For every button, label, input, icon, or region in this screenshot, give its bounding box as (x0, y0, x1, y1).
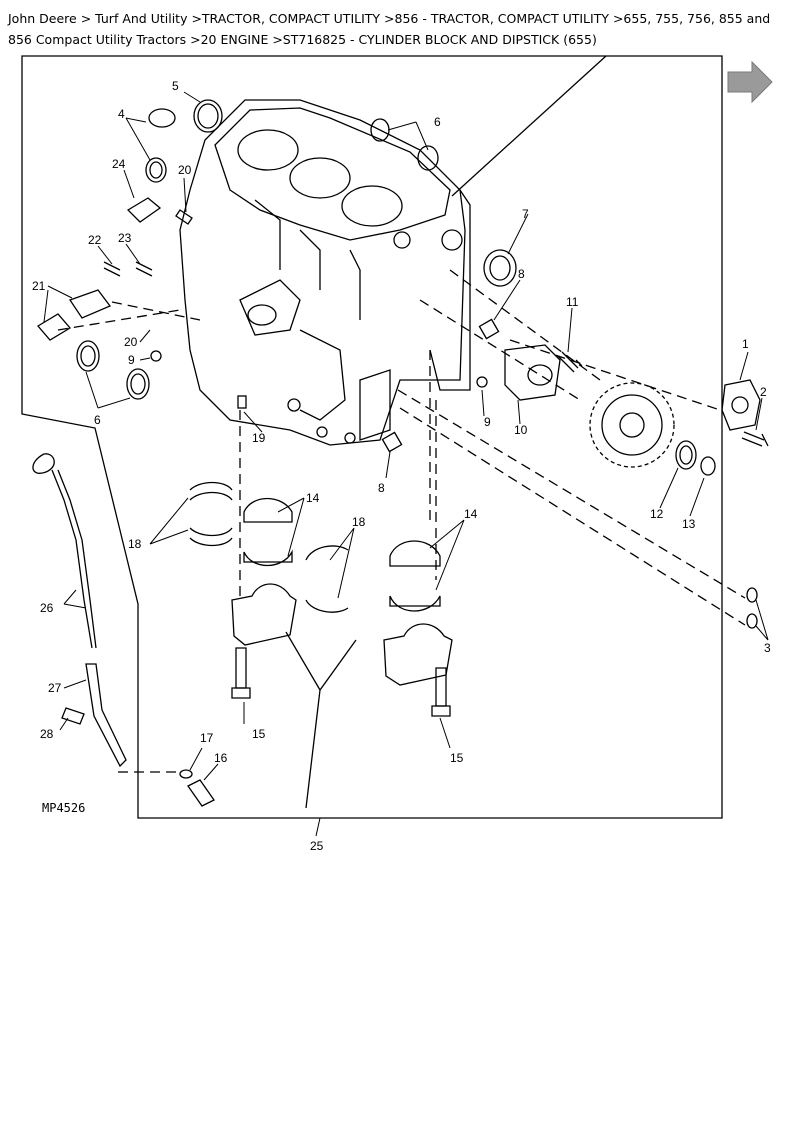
callout-6b: 6 (94, 413, 101, 427)
callout-28: 28 (40, 727, 54, 741)
breadcrumb-separator: > (608, 11, 624, 26)
callout-22: 22 (88, 233, 102, 247)
cover-plate-1 (721, 379, 761, 431)
bolt-15-right (435, 667, 447, 707)
breadcrumb-item-models[interactable]: 655, 755, 756, 855 and 856 Compact Utili… (8, 11, 771, 47)
breadcrumb-separator: > (380, 11, 395, 26)
bearing-cap-right (383, 623, 453, 686)
callout-14a: 14 (306, 491, 320, 505)
breadcrumb-item-856[interactable]: 856 - TRACTOR, COMPACT UTILITY (394, 11, 609, 26)
callout-25: 25 (310, 839, 324, 853)
gear (589, 382, 675, 468)
callout-10: 10 (514, 423, 528, 437)
callout-18a: 18 (128, 537, 142, 551)
breadcrumb-separator: > (268, 32, 283, 47)
bolt-15-left (235, 647, 247, 689)
callout-11: 11 (566, 295, 579, 309)
breadcrumb-separator: > (186, 32, 201, 47)
callout-18b: 18 (352, 515, 366, 529)
callout-26: 26 (40, 601, 54, 615)
breadcrumb-item-john-deere[interactable]: John Deere (8, 11, 77, 26)
callout-24: 24 (112, 157, 126, 171)
callout-19: 19 (252, 431, 266, 445)
callout-8a: 8 (518, 267, 525, 281)
seal-7 (483, 249, 517, 287)
callout-15b: 15 (450, 751, 464, 765)
o-ring-5 (193, 99, 223, 133)
callout-7: 7 (522, 207, 529, 221)
bearing-cap-left (231, 583, 297, 646)
tube-27 (85, 663, 127, 768)
fitting-16 (187, 779, 215, 807)
cylinder-block (179, 99, 471, 446)
figure-id: MP4526 (42, 801, 85, 815)
callout-8b: 8 (378, 481, 385, 495)
callout-2: 2 (760, 385, 767, 399)
callout-21: 21 (32, 279, 46, 293)
callout-4: 4 (118, 107, 125, 121)
callout-27: 27 (48, 681, 62, 695)
breadcrumb-item-turf-and-utility[interactable]: Turf And Utility (95, 11, 188, 26)
callout-1: 1 (742, 337, 749, 351)
callout-5: 5 (172, 79, 179, 93)
arrow-right-icon[interactable] (727, 60, 773, 104)
frame-diagonal (451, 55, 607, 197)
breadcrumb-separator: > (76, 11, 96, 26)
callout-12: 12 (650, 507, 664, 521)
callout-9a: 9 (128, 353, 135, 367)
callout-13: 13 (682, 517, 696, 531)
breadcrumb-item-20-engine[interactable]: 20 ENGINE (200, 32, 269, 47)
callout-16: 16 (214, 751, 228, 765)
callout-20b: 20 (124, 335, 138, 349)
housing-10 (504, 344, 561, 401)
callout-9b: 9 (484, 415, 491, 429)
alignment-lines (57, 269, 746, 773)
callout-15a: 15 (252, 727, 266, 741)
sensor-24 (126, 197, 162, 223)
breadcrumb-item-current: ST716825 - CYLINDER BLOCK AND DIPSTICK (… (282, 32, 597, 47)
frame-outline (21, 55, 723, 819)
callout-labels: 1 2 3 4 5 6 6 7 8 8 9 9 10 11 12 13 14 1… (32, 79, 771, 853)
breadcrumb-separator: > (187, 11, 202, 26)
callout-20a: 20 (178, 163, 192, 177)
callout-6a: 6 (434, 115, 441, 129)
callout-14b: 14 (464, 507, 478, 521)
breadcrumb-item-compact-utility[interactable]: TRACTOR, COMPACT UTILITY (201, 11, 381, 26)
callout-23: 23 (118, 231, 132, 245)
callout-3: 3 (764, 641, 771, 655)
o-ring-4 (148, 108, 176, 128)
breadcrumb: John Deere > Turf And Utility >TRACTOR, … (8, 8, 780, 50)
dipstick-26 (32, 453, 97, 649)
plug-21 (37, 313, 71, 341)
callout-17: 17 (200, 731, 214, 745)
